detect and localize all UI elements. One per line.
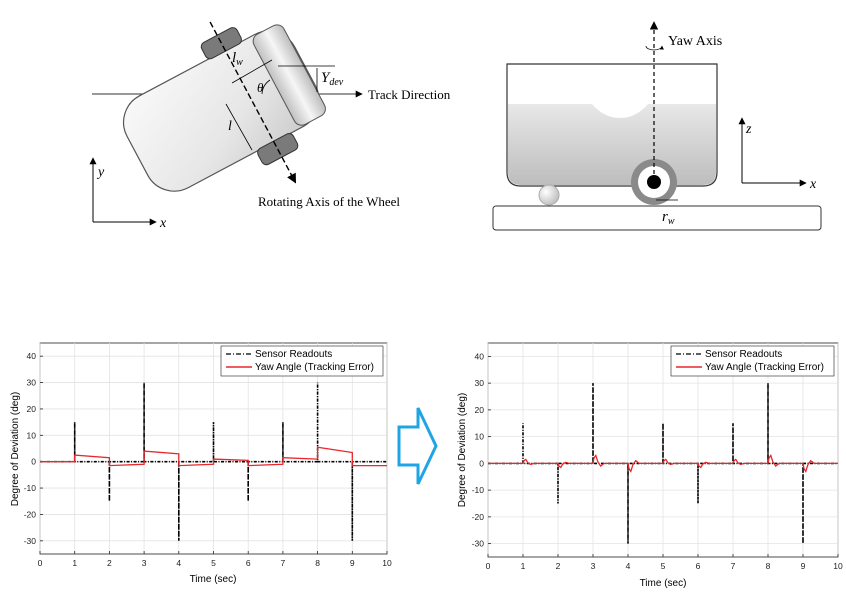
chart-left-series <box>40 382 387 541</box>
chart-left-xtick-label: 5 <box>211 558 216 568</box>
chart-left-xtick-label: 4 <box>176 558 181 568</box>
chart-right-xticks: 0 1 2 3 4 5 6 7 8 9 10 <box>486 561 843 571</box>
chart-left-ytick-label: 40 <box>27 351 37 361</box>
rotating-axis-line <box>209 21 297 184</box>
label-track-direction: Track Direction <box>368 87 451 102</box>
chart-right-ytick-label: 0 <box>479 458 484 468</box>
chart-left-ytick-label: -20 <box>24 509 37 519</box>
robot-side-view-diagram: Yaw Axis rw z x <box>492 21 822 231</box>
chart-right-ytick-label: -30 <box>472 539 485 549</box>
chart-right-xtick-label: 3 <box>591 561 596 571</box>
chart-left-legend-label-yaw: Yaw Angle (Tracking Error) <box>255 362 374 373</box>
chart-left-ytick-label: -30 <box>24 536 37 546</box>
label-frame-y: y <box>96 165 105 180</box>
chart-left-legend-label-sensor: Sensor Readouts <box>255 349 332 360</box>
chart-left-yticks: -30 -20 -10 0 10 20 30 40 <box>24 351 37 546</box>
label-frame-x-right: x <box>809 177 817 192</box>
ground-platform <box>492 205 822 231</box>
chart-left-ytick-label: 20 <box>27 404 37 414</box>
chart-right-ytick-label: 10 <box>475 432 485 442</box>
chart-left-ytick-label: 10 <box>27 430 37 440</box>
chart-left-ytick-label: -10 <box>24 483 37 493</box>
chart-right-series-sensor-readouts-line <box>488 383 838 544</box>
drive-wheel-hub <box>647 175 661 189</box>
robot-top-view-diagram: lw θ Ydev Track Direction l Rotating Axi… <box>89 21 451 231</box>
dim-lw-arrow <box>231 59 273 84</box>
chart-left-xtick-label: 6 <box>246 558 251 568</box>
chart-left-xtick-label: 10 <box>382 558 392 568</box>
chart-left-xticks: 0 1 2 3 4 5 6 7 8 9 10 <box>38 558 392 568</box>
label-lw: lw <box>232 50 243 68</box>
chart-right-legend-box <box>670 345 835 377</box>
chart-right-xtick-label: 6 <box>696 561 701 571</box>
chart-right-xtick-label: 9 <box>801 561 806 571</box>
chart-right-xtick-label: 2 <box>556 561 561 571</box>
chart-right-legend-label-sensor: Sensor Readouts <box>705 349 782 360</box>
label-yaw-axis: Yaw Axis <box>668 34 722 49</box>
chart-left-ytick-label: 30 <box>27 378 37 388</box>
chart-left-legend-box <box>220 345 384 377</box>
chart-right-xtick-label: 5 <box>661 561 666 571</box>
chart-left-ylabel: Degree of Deviation (deg) <box>10 392 21 507</box>
comparison-arrow-icon <box>397 407 438 485</box>
label-frame-z: z <box>745 122 752 137</box>
robot-front-band <box>252 24 326 126</box>
label-ydev: Ydev <box>321 70 344 88</box>
chart-left-xtick-label: 7 <box>281 558 286 568</box>
chart-right-series <box>488 383 838 544</box>
label-rw: rw <box>662 209 675 227</box>
chart-right-xtick-label: 1 <box>521 561 526 571</box>
chart-left-xtick-label: 3 <box>142 558 147 568</box>
chart-right-xtick-label: 7 <box>731 561 736 571</box>
chart-right: 0 1 2 3 4 5 6 7 8 9 10 -30 -20 -10 0 10 20 30 40 Time (se… <box>457 342 843 589</box>
chart-left-xtick-label: 8 <box>315 558 320 568</box>
chart-right-ylabel: Degree of Deviation (deg) <box>457 393 468 508</box>
chart-right-ytick-label: 40 <box>475 351 485 361</box>
chart-left-series-yaw-angle-line <box>40 446 387 467</box>
chart-right-ytick-label: 20 <box>475 405 485 415</box>
chart-right-series-yaw-angle-line <box>488 453 838 473</box>
chart-left-xtick-label: 0 <box>38 558 43 568</box>
chart-left-xtick-label: 9 <box>350 558 355 568</box>
chart-right-legend-label-yaw: Yaw Angle (Tracking Error) <box>705 362 824 373</box>
chart-right-xtick-label: 10 <box>833 561 843 571</box>
label-frame-x: x <box>159 216 167 231</box>
label-theta: θ <box>257 80 264 95</box>
chart-right-xlabel: Time (sec) <box>640 578 687 589</box>
chart-left-xlabel: Time (sec) <box>190 574 237 585</box>
chart-right-ytick-label: 30 <box>475 378 485 388</box>
chart-left-series-sensor-readouts-line <box>40 382 387 541</box>
yaw-rotation-icon <box>645 45 664 51</box>
label-l: l <box>228 119 232 134</box>
chart-right-legend: Sensor Readouts Yaw Angle (Tracking Erro… <box>670 345 835 377</box>
chart-left-legend: Sensor Readouts Yaw Angle (Tracking Erro… <box>220 345 384 377</box>
chart-right-xtick-label: 8 <box>766 561 771 571</box>
chart-left: 0 1 2 3 4 5 6 7 8 9 10 -30 -20 -10 0 10 20 30 40 Time (se… <box>10 342 392 585</box>
chart-right-ytick-label: -10 <box>472 485 485 495</box>
chart-right-xtick-label: 4 <box>626 561 631 571</box>
caster-ball <box>538 184 560 206</box>
chart-right-xtick-label: 0 <box>486 561 491 571</box>
chart-left-xtick-label: 1 <box>72 558 77 568</box>
chart-left-ytick-label: 0 <box>31 457 36 467</box>
chart-right-yticks: -30 -20 -10 0 10 20 30 40 <box>472 351 485 548</box>
label-rotating-axis: Rotating Axis of the Wheel <box>258 194 400 209</box>
chart-right-ytick-label: -20 <box>472 512 485 522</box>
chart-left-xtick-label: 2 <box>107 558 112 568</box>
dim-l-arrow <box>225 103 253 151</box>
theta-arc <box>261 79 271 95</box>
